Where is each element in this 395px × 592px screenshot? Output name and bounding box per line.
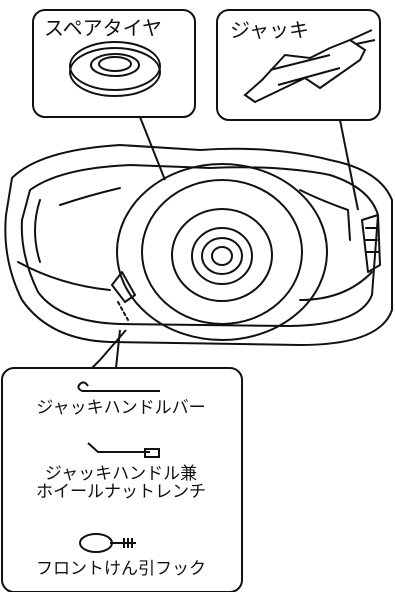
tool-label-handle-bar: ジャッキハンドルバー xyxy=(36,398,206,418)
trunk-outline xyxy=(4,144,393,346)
spare-tire-outer xyxy=(141,179,303,325)
jack-label: ジャッキ xyxy=(230,18,309,42)
jack-callout-box xyxy=(216,9,381,121)
spare-tire-callout-box xyxy=(32,9,196,118)
tools-callout-box xyxy=(1,367,243,592)
handle-bar-icon xyxy=(77,381,160,392)
jack-icon xyxy=(243,38,367,104)
tool-storage xyxy=(111,271,136,303)
stowed-jack xyxy=(361,214,381,273)
trunk-inner-rim xyxy=(20,164,379,327)
lug-wrench-icon xyxy=(87,442,150,453)
tool-label-lug-wrench: ジャッキハンドル兼 ホイールナットレンチ xyxy=(36,464,206,502)
spare-tire-icon xyxy=(69,47,161,97)
spare-tire-hub xyxy=(191,227,253,285)
spare-tire-well-outer xyxy=(116,163,328,341)
spare-tire-label: スペアタイヤ xyxy=(44,16,162,40)
tool-label-tow-hook: フロントけん引フック xyxy=(36,559,206,579)
spare-tire-rim xyxy=(171,208,273,302)
